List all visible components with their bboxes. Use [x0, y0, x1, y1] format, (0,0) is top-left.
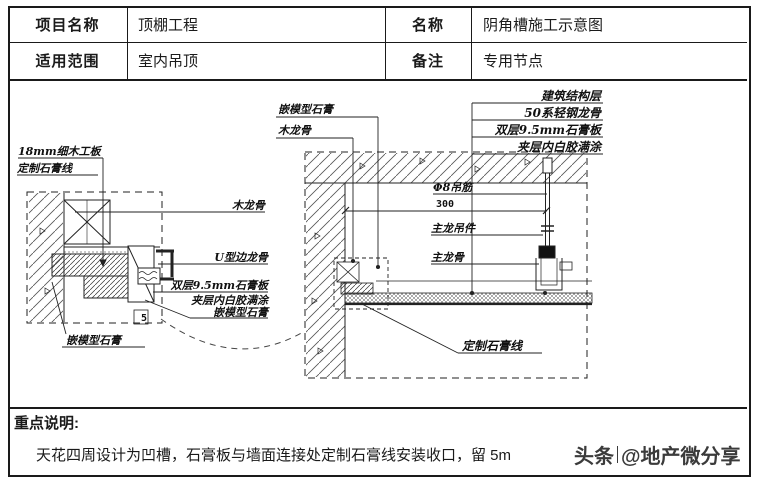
label-wood-keel-main: 木龙骨: [278, 124, 312, 137]
concrete-symbol: [39, 227, 51, 295]
label-custom-gypsum-line-main: 定制石膏线: [461, 339, 524, 353]
main-keel-channel: [535, 258, 573, 291]
table-col-divider-3: [471, 6, 472, 79]
remark-label: 备注: [411, 52, 444, 70]
label-steel-keel-50: 50系轻钢龙骨: [524, 106, 602, 120]
concrete-symbol-main: [311, 157, 531, 355]
label-u-edge-keel: U型边龙骨: [214, 251, 269, 264]
label-wood-keel: 木龙骨: [232, 199, 266, 212]
gypsum-board-band: [137, 267, 161, 285]
label-plywood-18mm: 18mm细木工板: [18, 145, 103, 158]
label-white-glue: 夹层内白胶满涂: [191, 294, 270, 307]
label-section-ref: 5: [141, 313, 147, 324]
detail-connector-curve: [160, 318, 306, 350]
label-structure-layer: 建筑结构层: [540, 89, 603, 103]
watermark-handle: @地产微分享: [621, 446, 741, 468]
watermark-divider-icon: [617, 446, 618, 463]
ceiling-board-band: [344, 292, 593, 304]
notes-body: 天花四周设计为凹槽，石膏板与墙面连接处定制石膏线安装收口，留 5m: [36, 447, 512, 464]
name-value: 阴角槽施工示意图: [483, 16, 604, 34]
remark-value: 专用节点: [483, 52, 544, 70]
project-name-label: 项目名称: [35, 16, 100, 34]
table-col-divider-2: [385, 6, 386, 79]
label-dim-300: 300: [436, 199, 454, 210]
label-white-glue-main: 夹层内白胶满涂: [517, 140, 603, 154]
watermark: 头条 @地产微分享: [574, 440, 741, 469]
project-name-value: 顶棚工程: [138, 16, 199, 34]
section-ref-box: [133, 309, 149, 325]
detail-drawing: 18mm细木工板 定制石膏线 木龙骨 U型边龙骨 双层9.5mm石膏板 夹层内白…: [16, 89, 603, 379]
wood-blocking: [63, 199, 111, 245]
label-molded-gypsum-main: 嵌模型石膏: [278, 103, 335, 116]
name-label: 名称: [411, 16, 444, 34]
main-leader-lines: [276, 102, 603, 354]
label-molded-gypsum-2: 嵌模型石膏: [66, 334, 123, 347]
label-double-gypsum-board: 双层9.5mm石膏板: [170, 279, 270, 292]
watermark-prefix: 头条: [574, 446, 614, 468]
section-boundary-dashed-box: [304, 151, 588, 379]
detail-leader-lines: [17, 157, 268, 348]
label-custom-gypsum-line: 定制石膏线: [16, 162, 74, 175]
notes-top-divider: [8, 407, 747, 409]
table-col-divider-1: [127, 6, 128, 79]
hanger-rod-assembly: [538, 157, 556, 259]
scope-label: 适用范围: [35, 52, 100, 70]
label-hanger-rod: Φ8吊筋: [433, 181, 474, 194]
table-row-divider: [8, 42, 747, 43]
label-main-keel: 主龙骨: [431, 251, 465, 264]
label-molded-gypsum: 嵌模型石膏: [213, 306, 270, 319]
corner-detail-small: [333, 257, 389, 310]
label-main-keel-hanger: 主龙吊件: [431, 222, 477, 235]
table-bottom-divider: [8, 79, 747, 81]
sheet-border: [8, 6, 751, 477]
notes-heading: 重点说明:: [14, 415, 79, 432]
scope-value: 室内吊顶: [138, 52, 199, 70]
label-double-gypsum-board-main: 双层9.5mm石膏板: [494, 123, 603, 137]
